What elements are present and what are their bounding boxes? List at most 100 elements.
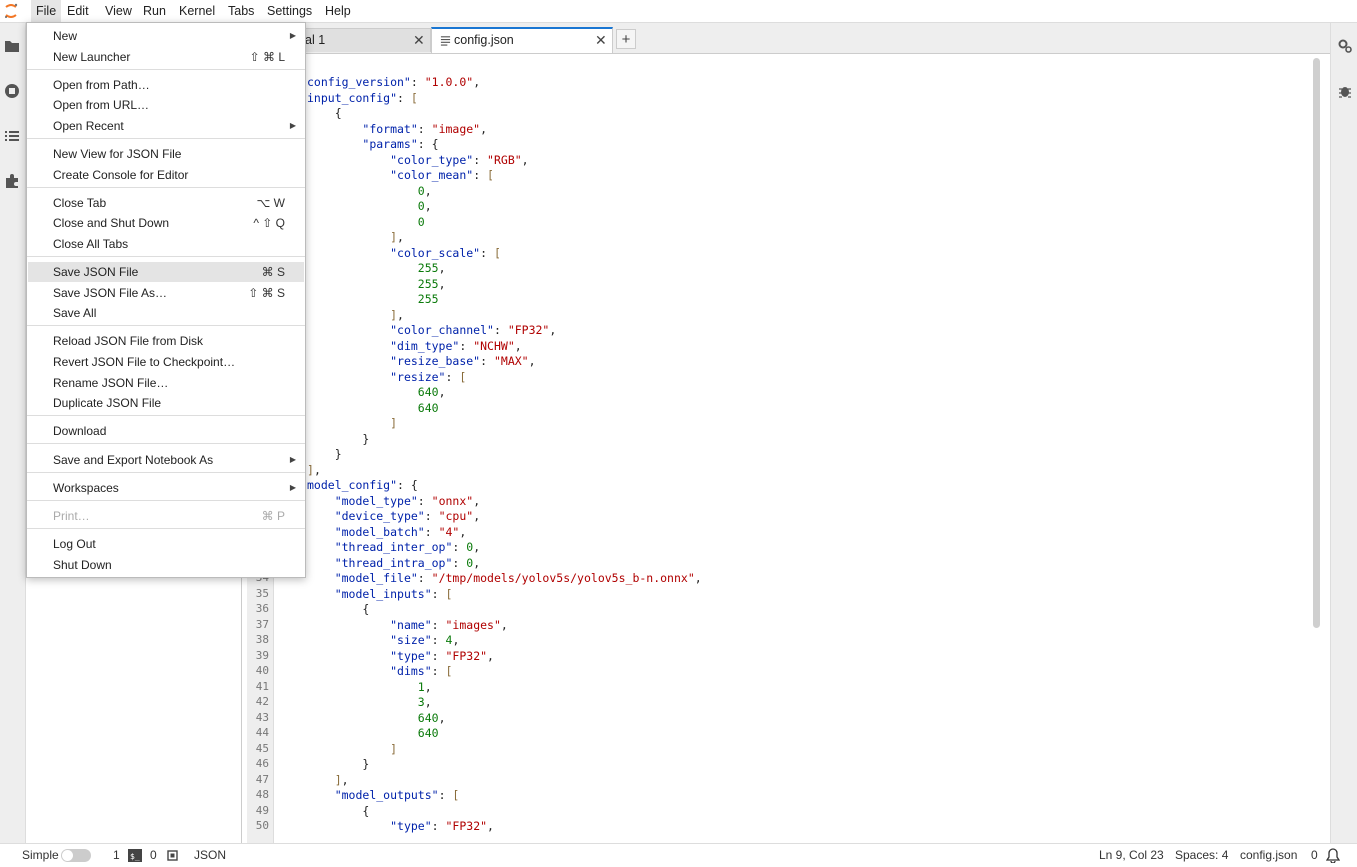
code-line: "type": "FP32", (390, 819, 494, 833)
file-menu-item[interactable]: Download (28, 421, 304, 441)
debugger-icon[interactable] (1337, 83, 1353, 99)
file-menu-item[interactable]: Open Recent▶ (28, 116, 304, 136)
file-menu-item[interactable]: Log Out (28, 534, 304, 554)
menu-item-shortcut: ⌥ W (256, 196, 286, 210)
file-menu-item[interactable]: Reload JSON File from Disk (28, 331, 304, 351)
code-line: ], (307, 462, 321, 477)
line-number: 42 (255, 695, 269, 708)
code-line: 640, (417, 710, 446, 725)
kernel-count[interactable]: 0 (150, 848, 157, 862)
menu-item-label: Close Tab (53, 196, 107, 210)
language-label[interactable]: JSON (194, 848, 227, 862)
menu-item-label: New View for JSON File (53, 147, 182, 161)
right-sidebar (1330, 23, 1357, 843)
code-line: ], (390, 230, 404, 244)
file-menu-item[interactable]: Create Console for Editor (28, 165, 304, 185)
code-line: 640 (417, 726, 439, 740)
code-line: "params": { (362, 137, 439, 151)
code-line: "format": "image", (362, 121, 488, 136)
file-menu-item[interactable]: Duplicate JSON File (28, 393, 304, 413)
file-menu-item[interactable]: Save All (28, 303, 304, 323)
line-number: 41 (255, 679, 269, 693)
menu-view[interactable]: View (105, 4, 132, 18)
property-inspector-icon[interactable] (1337, 38, 1353, 54)
file-menu-item[interactable]: Save JSON File As…⇧ ⌘ S (28, 283, 304, 303)
code-line: "type": "FP32", (390, 648, 494, 663)
code-line: { (307, 106, 342, 120)
cursor-position[interactable]: Ln 9, Col 23 (1099, 848, 1164, 862)
menu-tabs[interactable]: Tabs (228, 4, 255, 18)
menu-item-label: Log Out (53, 537, 96, 551)
submenu-arrow-icon: ▶ (289, 31, 296, 40)
file-menu-item[interactable]: Close and Shut Down^ ⇧ Q (28, 213, 304, 233)
left-sidebar (0, 23, 26, 843)
code-line: "color_mean": [ (390, 168, 494, 182)
menu-item-label: Create Console for Editor (53, 168, 189, 182)
menu-separator (27, 138, 305, 139)
code-line: "model_type": "onnx", (334, 493, 481, 508)
menu-edit[interactable]: Edit (67, 4, 89, 18)
terminal-icon[interactable]: $_ (128, 849, 142, 862)
menu-run[interactable]: Run (143, 4, 166, 18)
file-menu-item[interactable]: Save JSON File⌘ S (28, 262, 304, 282)
close-icon[interactable]: ✕ (413, 32, 425, 48)
file-menu-item[interactable]: Open from Path… (28, 75, 304, 95)
file-menu-item[interactable]: Shut Down (28, 555, 304, 575)
code-line: "device_type": "cpu", (334, 509, 481, 523)
code-line: ] (390, 416, 398, 430)
table-of-contents-icon[interactable] (4, 128, 20, 144)
file-menu-item[interactable]: New▶ (28, 26, 304, 46)
menu-file[interactable]: File (31, 0, 62, 22)
svg-text:$_: $_ (130, 852, 140, 861)
file-menu-item[interactable]: Revert JSON File to Checkpoint… (28, 352, 304, 372)
close-icon[interactable]: ✕ (595, 32, 607, 48)
simple-mode-toggle[interactable] (61, 849, 91, 862)
file-menu-item[interactable]: Save and Export Notebook As ▶ (28, 450, 304, 470)
terminal-count[interactable]: 1 (113, 848, 120, 862)
code-line: } (307, 431, 370, 446)
menu-item-label: Save All (53, 306, 97, 320)
jupyter-logo-icon[interactable] (3, 3, 19, 19)
add-tab-button[interactable]: + (616, 29, 636, 49)
menu-item-label: Open from Path… (53, 78, 150, 92)
menu-help[interactable]: Help (325, 4, 351, 18)
file-menu-item[interactable]: Open from URL… (28, 95, 304, 115)
status-bar: Simple 1 $_ 0 JSON Ln 9, Col 23 Spaces: … (0, 843, 1357, 867)
vertical-scrollbar[interactable] (1313, 58, 1320, 628)
line-number: 48 (255, 788, 269, 801)
extensions-icon[interactable] (4, 173, 20, 189)
code-line: 0, (417, 199, 432, 213)
menu-item-label: Save and Export Notebook As (53, 453, 214, 467)
kernel-icon[interactable] (166, 849, 179, 862)
folder-icon[interactable] (4, 38, 20, 54)
line-number: 36 (255, 602, 269, 615)
code-line: } (307, 757, 370, 771)
submenu-arrow-icon: ▶ (289, 483, 296, 492)
file-menu-dropdown: New▶New Launcher⇧ ⌘ L Open from Path… Open… (26, 22, 306, 578)
tab-config-json[interactable]: config.json ✕ (431, 27, 613, 53)
menu-settings[interactable]: Settings (267, 4, 313, 18)
simple-mode-label: Simple (22, 848, 59, 862)
menu-kernel[interactable]: Kernel (179, 4, 216, 18)
file-menu-item[interactable]: Workspaces▶ (28, 478, 304, 498)
notification-count[interactable]: 0 (1311, 848, 1318, 862)
code-line: ] (390, 741, 398, 756)
menu-separator (27, 500, 305, 501)
menu-item-shortcut: ^ ⇧ Q (253, 216, 285, 230)
bell-icon[interactable] (1326, 848, 1340, 863)
running-sessions-icon[interactable] (4, 83, 20, 99)
code-line: "thread_inter_op": 0, (334, 540, 481, 554)
file-menu-item[interactable]: Close Tab ⌥ W (28, 193, 304, 213)
file-menu-item[interactable]: Rename JSON File… (28, 373, 304, 393)
file-menu-item[interactable]: New View for JSON File (28, 144, 304, 164)
code-line: "color_channel": "FP32", (390, 323, 557, 337)
indentation-setting[interactable]: Spaces: 4 (1175, 848, 1229, 862)
code-line: 255 (417, 292, 439, 306)
file-menu-item[interactable]: Close All Tabs (28, 234, 304, 254)
line-number: 37 (255, 617, 269, 631)
json-editor[interactable]: 3435363738394041424344454647484950 confi… (242, 54, 1330, 843)
file-menu-item[interactable]: New Launcher⇧ ⌘ L (28, 47, 304, 67)
submenu-arrow-icon: ▶ (289, 455, 296, 464)
code-line: "dims": [ (390, 664, 453, 678)
code-line: "name": "images", (390, 617, 508, 632)
